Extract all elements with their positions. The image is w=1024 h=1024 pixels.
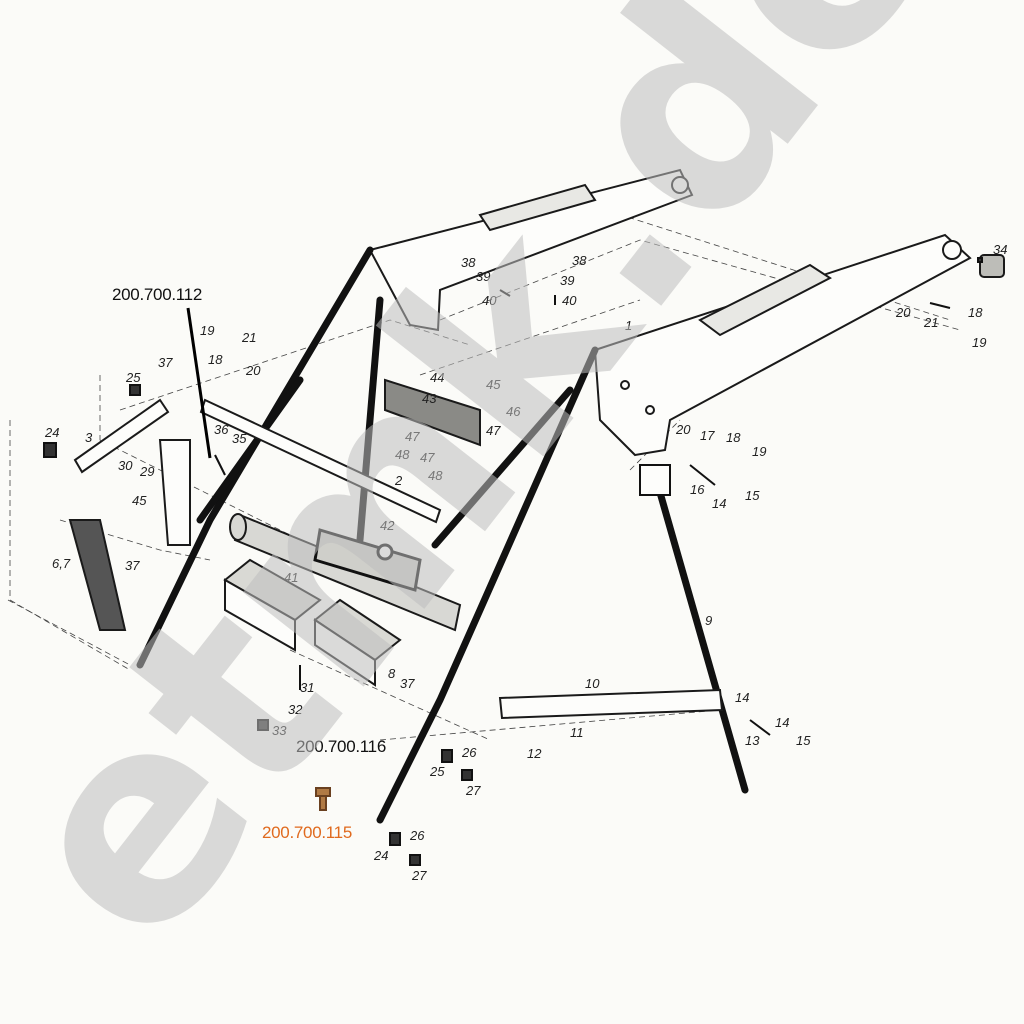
callout-4-5: 45 xyxy=(132,493,147,508)
callout-48b: 48 xyxy=(428,468,443,483)
callout-numbers: 1 2 3 45 6,7 8 9 10 11 12 13 14 14 14 15… xyxy=(44,242,1007,883)
callout-11: 11 xyxy=(570,725,584,740)
callout-47a: 47 xyxy=(486,423,501,438)
callout-20b: 20 xyxy=(895,305,911,320)
callout-35: 35 xyxy=(232,431,247,446)
callout-13: 13 xyxy=(745,733,760,748)
callout-33: 33 xyxy=(272,723,287,738)
callout-36: 36 xyxy=(214,422,229,437)
callout-34: 34 xyxy=(993,242,1007,257)
callout-16: 16 xyxy=(690,482,705,497)
link-bar xyxy=(498,688,724,720)
callout-40a: 40 xyxy=(482,293,497,308)
callout-42: 42 xyxy=(380,518,395,533)
cover-box-41 xyxy=(223,558,322,652)
support-leg xyxy=(651,471,749,794)
bushing-34 xyxy=(979,254,1005,278)
callout-19a: 19 xyxy=(752,444,766,459)
callout-32: 32 xyxy=(288,702,303,717)
left-frame xyxy=(136,246,384,669)
callout-37a: 37 xyxy=(158,355,173,370)
leg-bracket xyxy=(639,464,671,496)
callout-27a: 27 xyxy=(465,783,481,798)
callout-38a: 38 xyxy=(461,255,476,270)
highlighted-bolt xyxy=(315,787,331,811)
callout-20a: 20 xyxy=(675,422,691,437)
callout-17: 17 xyxy=(700,428,715,443)
callout-9: 9 xyxy=(705,613,712,628)
callout-30: 30 xyxy=(118,458,133,473)
callout-20c: 20 xyxy=(245,363,261,378)
callout-25a: 25 xyxy=(125,370,141,385)
callout-41: 41 xyxy=(284,570,298,585)
callout-39b: 39 xyxy=(560,273,574,288)
callout-27b: 27 xyxy=(411,868,427,883)
callout-46: 46 xyxy=(506,404,521,419)
part-leader-line xyxy=(186,307,212,459)
bracket-plate-43 xyxy=(384,378,481,447)
callout-40b: 40 xyxy=(562,293,577,308)
callout-1: 1 xyxy=(625,318,632,333)
hardware-parts xyxy=(43,257,983,866)
callout-10: 10 xyxy=(585,676,600,691)
callout-15b: 15 xyxy=(796,733,811,748)
callout-47b: 47 xyxy=(405,429,420,444)
callout-24a: 24 xyxy=(44,425,59,440)
boom-arm-rear xyxy=(368,168,694,332)
callout-48a: 48 xyxy=(395,447,410,462)
callout-14a: 14 xyxy=(735,690,749,705)
callout-12: 12 xyxy=(527,746,542,761)
callout-44: 44 xyxy=(430,370,444,385)
callout-18b: 18 xyxy=(968,305,983,320)
callout-19c: 19 xyxy=(200,323,214,338)
center-bracket xyxy=(313,528,422,592)
callout-38b: 38 xyxy=(572,253,587,268)
callout-39a: 39 xyxy=(476,269,490,284)
callout-29: 29 xyxy=(139,464,154,479)
callout-14b: 14 xyxy=(775,715,789,730)
callout-19b: 19 xyxy=(972,335,986,350)
callout-8: 8 xyxy=(388,666,396,681)
callout-26b: 26 xyxy=(409,828,425,843)
callout-21a: 21 xyxy=(923,315,938,330)
callout-18a: 18 xyxy=(726,430,741,445)
part-number-middle[interactable]: 200.700.116 xyxy=(296,737,386,756)
callout-21b: 21 xyxy=(241,330,256,345)
callout-15a: 15 xyxy=(745,488,760,503)
callout-43: 43 xyxy=(422,391,437,406)
boom-arm-front xyxy=(593,233,972,457)
callout-26a: 26 xyxy=(461,745,477,760)
cover-box-8 xyxy=(313,598,402,687)
callout-24b: 24 xyxy=(373,848,388,863)
callout-45: 45 xyxy=(486,377,501,392)
callout-2: 2 xyxy=(394,473,403,488)
callout-31: 31 xyxy=(300,680,314,695)
left-side-plates xyxy=(68,398,191,631)
callout-6-7: 6,7 xyxy=(52,556,71,571)
part-number-highlighted[interactable]: 200.700.115 xyxy=(262,823,352,842)
callout-47c: 47 xyxy=(420,450,435,465)
callout-3: 3 xyxy=(85,430,93,445)
callout-25b: 25 xyxy=(429,764,445,779)
callout-37b: 37 xyxy=(125,558,140,573)
part-number-top[interactable]: 200.700.112 xyxy=(112,285,202,304)
callout-14c: 14 xyxy=(712,496,726,511)
right-frame xyxy=(376,346,599,824)
callout-37c: 37 xyxy=(400,676,415,691)
callout-18c: 18 xyxy=(208,352,223,367)
